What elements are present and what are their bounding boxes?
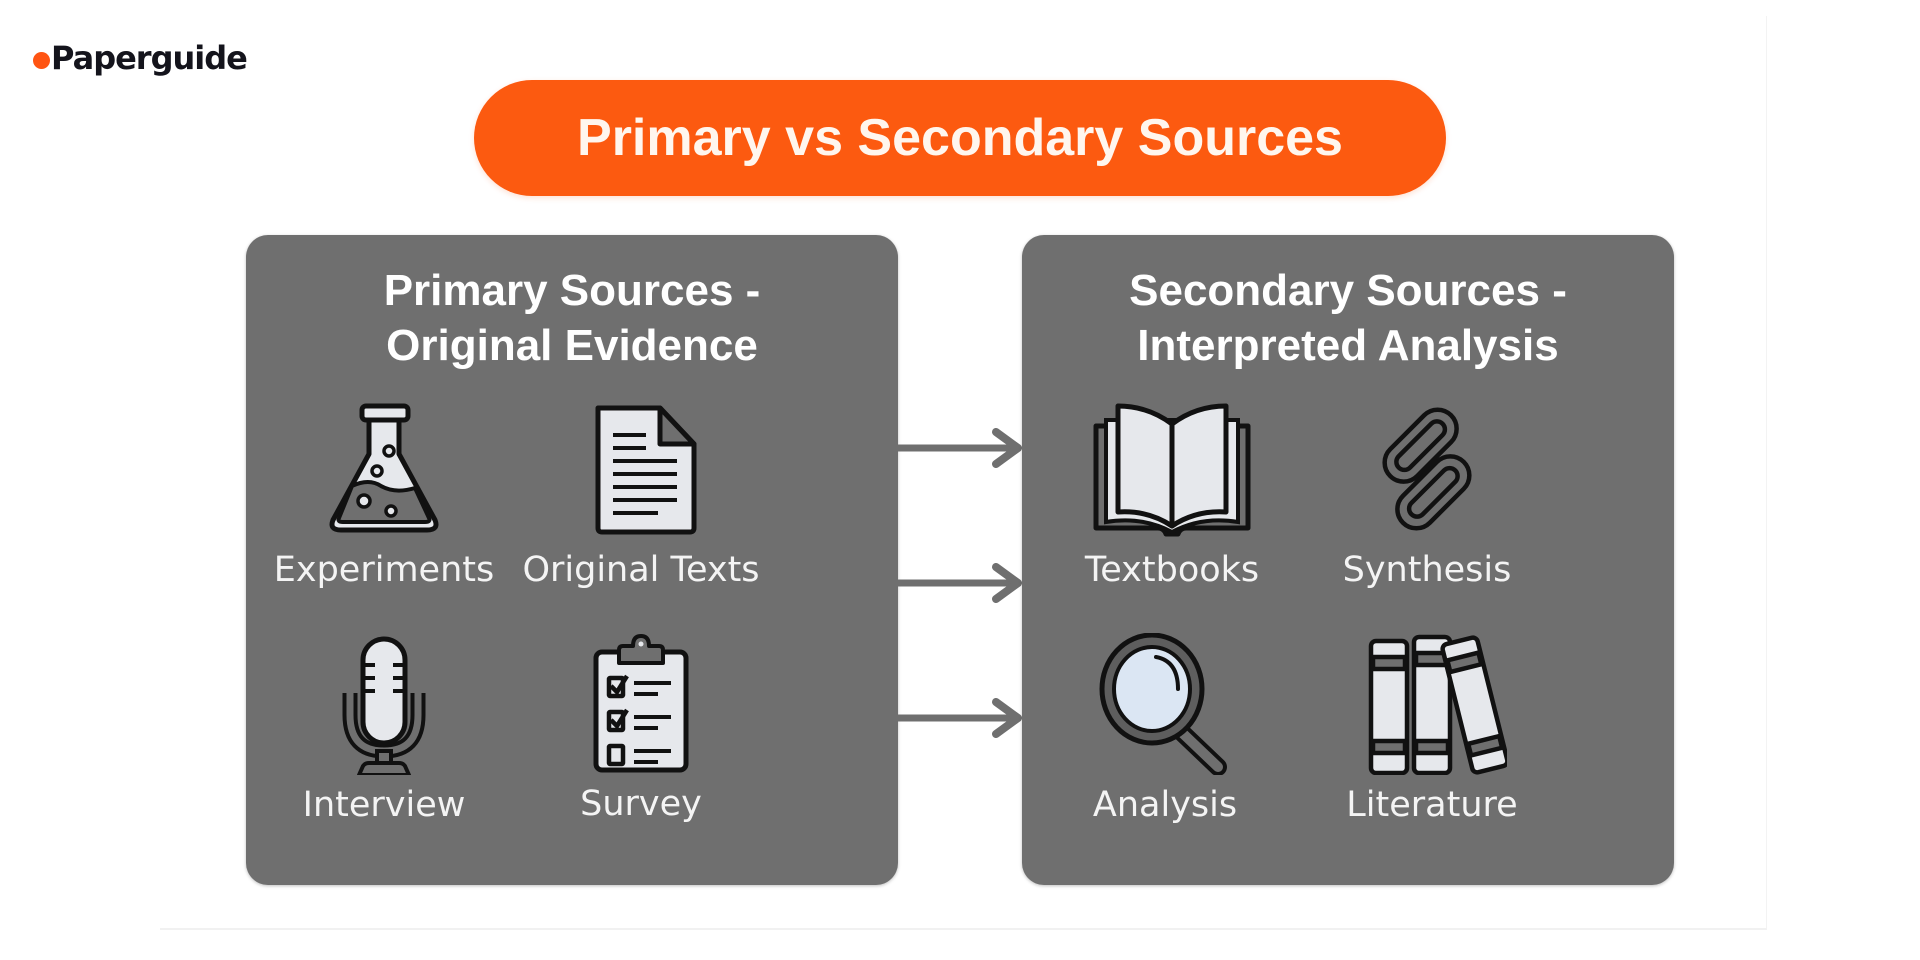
primary-sources-panel: Primary Sources - Original Evidence Expe… <box>246 235 898 885</box>
arrow-right-icon <box>898 698 1022 738</box>
secondary-title-line1: Secondary Sources - <box>1129 266 1567 315</box>
item-interview: Interview <box>234 633 534 827</box>
microphone-icon <box>342 636 426 775</box>
item-textbooks: Textbooks <box>1022 398 1322 592</box>
item-label: Literature <box>1346 785 1518 825</box>
item-label: Interview <box>302 785 466 825</box>
item-literature: Literature <box>1282 633 1582 827</box>
arrow-right-icon <box>898 428 1022 468</box>
arrow-right-icon <box>898 563 1022 603</box>
primary-panel-title: Primary Sources - Original Evidence <box>246 263 898 373</box>
primary-title-line2: Original Evidence <box>386 321 758 370</box>
document-icon <box>595 405 697 535</box>
item-synthesis: Synthesis <box>1277 398 1577 592</box>
title-banner: Primary vs Secondary Sources <box>474 80 1446 196</box>
item-label: Experiments <box>273 550 495 590</box>
chain-link-icon <box>1382 407 1472 531</box>
brand-name: Paperguide <box>51 39 248 77</box>
secondary-sources-panel: Secondary Sources - Interpreted Analysis… <box>1022 235 1674 885</box>
item-label: Analysis <box>1092 785 1238 825</box>
item-survey: Survey <box>491 628 791 826</box>
item-label: Original Texts <box>522 550 760 590</box>
secondary-panel-title: Secondary Sources - Interpreted Analysis <box>1022 263 1674 373</box>
flask-icon <box>329 403 439 533</box>
item-label: Survey <box>580 784 702 824</box>
clipboard-checklist-icon <box>593 634 689 773</box>
logo-dot-icon <box>33 52 50 69</box>
primary-title-line1: Primary Sources - <box>383 266 761 315</box>
page-title: Primary vs Secondary Sources <box>577 109 1343 167</box>
secondary-title-line2: Interpreted Analysis <box>1137 321 1559 370</box>
item-original-texts: Original Texts <box>491 398 791 592</box>
books-icon <box>1368 634 1507 775</box>
item-label: Textbooks <box>1084 550 1260 590</box>
open-book-icon <box>1093 403 1251 537</box>
magnifying-glass-icon <box>1099 633 1227 775</box>
item-label: Synthesis <box>1342 550 1512 590</box>
brand-logo: Paperguide <box>33 28 248 78</box>
item-analysis: Analysis <box>1015 633 1315 827</box>
item-experiments: Experiments <box>234 398 534 592</box>
